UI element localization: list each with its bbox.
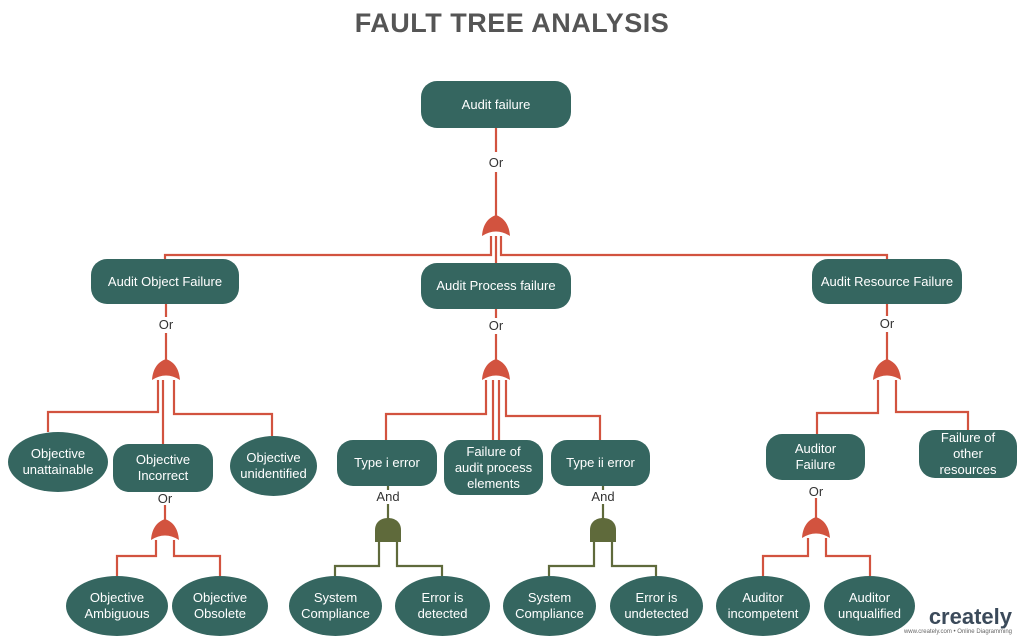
node-auditor-unqualified[interactable]: Auditor unqualified (824, 576, 915, 636)
logo-wordmark: creately (928, 604, 1012, 629)
and-gate-type-i (375, 518, 401, 542)
connector (163, 236, 493, 260)
logo-tagline: www.creately.com • Online Diagramming (903, 629, 1012, 635)
node-failure-audit-process-elements[interactable]: Failure of audit process elements (444, 440, 543, 495)
or-gate-resource (873, 359, 901, 380)
connector (384, 380, 488, 440)
gate-label-top: Or (488, 155, 504, 170)
gate-label-process: Or (488, 318, 504, 333)
connector (395, 542, 444, 576)
gate-label-type-i: And (376, 489, 400, 504)
connector (499, 236, 889, 260)
node-system-compliance-1[interactable]: System Compliance (289, 576, 382, 636)
creately-logo: creately www.creately.com • Online Diagr… (904, 606, 1012, 636)
node-objective-obsolete[interactable]: Objective Obsolete (172, 576, 268, 636)
or-gate-object (152, 359, 180, 380)
node-audit-failure[interactable]: Audit failure (421, 81, 571, 128)
node-type-ii-error[interactable]: Type ii error (551, 440, 650, 486)
node-auditor-incompetent[interactable]: Auditor incompetent (716, 576, 810, 636)
node-objective-ambiguous[interactable]: Objective Ambiguous (66, 576, 168, 636)
connector (172, 540, 222, 576)
node-audit-process-failure[interactable]: Audit Process failure (421, 263, 571, 309)
node-error-detected[interactable]: Error is detected (395, 576, 490, 636)
connector (115, 540, 158, 576)
node-objective-unattainable[interactable]: Objective unattainable (8, 432, 108, 492)
node-error-undetected[interactable]: Error is undetected (610, 576, 703, 636)
connector (504, 380, 602, 440)
node-auditor-failure[interactable]: Auditor Failure (766, 434, 865, 480)
connector (894, 380, 970, 430)
and-gate-type-ii (590, 518, 616, 542)
connector (761, 538, 810, 576)
node-objective-incorrect[interactable]: Objective Incorrect (113, 444, 213, 492)
connector (815, 380, 880, 434)
or-gate-process (482, 359, 510, 380)
gate-label-auditor: Or (808, 484, 824, 499)
connector (172, 380, 274, 436)
gate-label-resource: Or (879, 316, 895, 331)
gate-label-incorrect: Or (157, 491, 173, 506)
node-system-compliance-2[interactable]: System Compliance (503, 576, 596, 636)
connector (610, 542, 658, 576)
node-failure-other-resources[interactable]: Failure of other resources (919, 430, 1017, 478)
node-type-i-error[interactable]: Type i error (337, 440, 437, 486)
or-gate-top (482, 215, 510, 236)
or-gate-incorrect (151, 519, 179, 540)
connector (547, 542, 596, 576)
node-objective-unidentified[interactable]: Objective unidentified (230, 436, 317, 496)
connector (46, 380, 160, 432)
or-gate-auditor (802, 517, 830, 538)
node-audit-object-failure[interactable]: Audit Object Failure (91, 259, 239, 304)
node-audit-resource-failure[interactable]: Audit Resource Failure (812, 259, 962, 304)
connector (824, 538, 872, 576)
gate-label-type-ii: And (591, 489, 615, 504)
gate-label-object: Or (158, 317, 174, 332)
connector (333, 542, 381, 576)
page-title: FAULT TREE ANALYSIS (354, 8, 670, 38)
